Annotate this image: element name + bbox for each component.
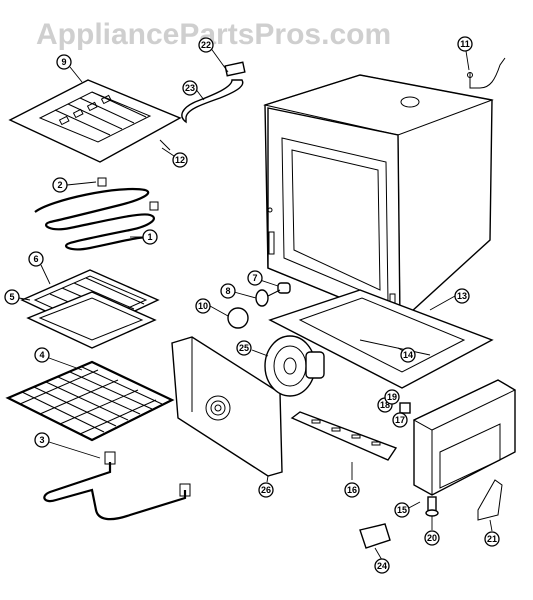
part-22-23-handle bbox=[181, 61, 246, 124]
callout-label: 14 bbox=[403, 350, 413, 360]
callout-14: 14 bbox=[400, 347, 416, 363]
callout-label: 5 bbox=[9, 292, 14, 302]
callout-21: 21 bbox=[484, 531, 500, 547]
callout-label: 20 bbox=[427, 533, 437, 543]
callout-15: 15 bbox=[394, 502, 410, 518]
callout-label: 8 bbox=[225, 286, 230, 296]
callout-circle bbox=[28, 251, 44, 267]
callout-label: 23 bbox=[185, 83, 195, 93]
callout-8: 8 bbox=[220, 283, 236, 299]
callout-circle bbox=[56, 54, 72, 70]
callout-2: 2 bbox=[52, 177, 68, 193]
callout-label: 26 bbox=[261, 485, 271, 495]
callout-19: 19 bbox=[384, 389, 400, 405]
callout-circle bbox=[400, 347, 416, 363]
callout-circle bbox=[394, 502, 410, 518]
callout-label: 11 bbox=[460, 39, 470, 49]
part-13-14-bottom-panel bbox=[268, 289, 494, 389]
callout-circle bbox=[258, 482, 274, 498]
part-16-rail bbox=[290, 411, 398, 461]
part-2-broil-element bbox=[34, 177, 159, 251]
callout-circle bbox=[182, 80, 198, 96]
callout-circle bbox=[344, 482, 360, 498]
callout-12: 12 bbox=[172, 152, 188, 168]
callout-11: 11 bbox=[457, 36, 473, 52]
part-5-6-broiler-pan bbox=[20, 269, 160, 349]
callout-label: 6 bbox=[33, 254, 38, 264]
callout-circle bbox=[392, 412, 408, 428]
callout-label: 22 bbox=[201, 40, 211, 50]
callout-label: 24 bbox=[377, 561, 387, 571]
callout-26: 26 bbox=[258, 482, 274, 498]
part-7-8-10-lamp-assembly bbox=[227, 282, 291, 329]
callout-25: 25 bbox=[236, 340, 252, 356]
callout-17: 17 bbox=[392, 412, 408, 428]
callout-13: 13 bbox=[454, 288, 470, 304]
callout-circle bbox=[195, 298, 211, 314]
callout-circle bbox=[457, 36, 473, 52]
callout-label: 12 bbox=[175, 155, 185, 165]
callout-circle bbox=[52, 177, 68, 193]
callout-label: 9 bbox=[61, 57, 66, 67]
callout-24: 24 bbox=[374, 558, 390, 574]
callout-6: 6 bbox=[28, 251, 44, 267]
callout-circle bbox=[198, 37, 214, 53]
callout-label: 1 bbox=[147, 232, 152, 242]
callout-label: 10 bbox=[198, 301, 208, 311]
callout-circle bbox=[220, 283, 236, 299]
callout-label: 21 bbox=[487, 534, 497, 544]
part-11-sensor bbox=[467, 57, 506, 89]
callout-16: 16 bbox=[344, 482, 360, 498]
part-25-convection-fan bbox=[264, 335, 325, 397]
callout-10: 10 bbox=[195, 298, 211, 314]
callout-20: 20 bbox=[424, 530, 440, 546]
oven-cavity bbox=[263, 74, 494, 324]
callout-circle bbox=[142, 229, 158, 245]
callout-circle bbox=[424, 530, 440, 546]
callout-label: 4 bbox=[39, 350, 44, 360]
callout-circle bbox=[34, 347, 50, 363]
callout-circle bbox=[172, 152, 188, 168]
callout-label: 2 bbox=[57, 180, 62, 190]
callout-label: 7 bbox=[252, 273, 257, 283]
callout-22: 22 bbox=[198, 37, 214, 53]
callout-1: 1 bbox=[142, 229, 158, 245]
callout-4: 4 bbox=[34, 347, 50, 363]
callout-label: 17 bbox=[395, 415, 405, 425]
callout-label: 25 bbox=[239, 343, 249, 353]
callout-label: 18 bbox=[380, 400, 390, 410]
callout-9: 9 bbox=[56, 54, 72, 70]
part-26-back-panel bbox=[171, 336, 283, 477]
callout-circle bbox=[34, 432, 50, 448]
callout-7: 7 bbox=[247, 270, 263, 286]
part-9-top-panel bbox=[8, 79, 182, 163]
callout-label: 13 bbox=[457, 291, 467, 301]
callout-circle bbox=[4, 289, 20, 305]
part-4-oven-rack bbox=[5, 360, 175, 442]
callout-23: 23 bbox=[182, 80, 198, 96]
callout-circle bbox=[236, 340, 252, 356]
callout-5: 5 bbox=[4, 289, 20, 305]
callout-label: 3 bbox=[39, 435, 44, 445]
callout-circle bbox=[374, 558, 390, 574]
callout-circle bbox=[247, 270, 263, 286]
callout-label: 19 bbox=[387, 392, 397, 402]
callout-3: 3 bbox=[34, 432, 50, 448]
callout-label: 15 bbox=[397, 505, 407, 515]
part-15-housing bbox=[412, 379, 517, 496]
callout-circle bbox=[384, 389, 400, 405]
part-3-bake-element bbox=[43, 451, 191, 521]
callout-label: 16 bbox=[347, 485, 357, 495]
callout-circle bbox=[484, 531, 500, 547]
callout-circle bbox=[454, 288, 470, 304]
